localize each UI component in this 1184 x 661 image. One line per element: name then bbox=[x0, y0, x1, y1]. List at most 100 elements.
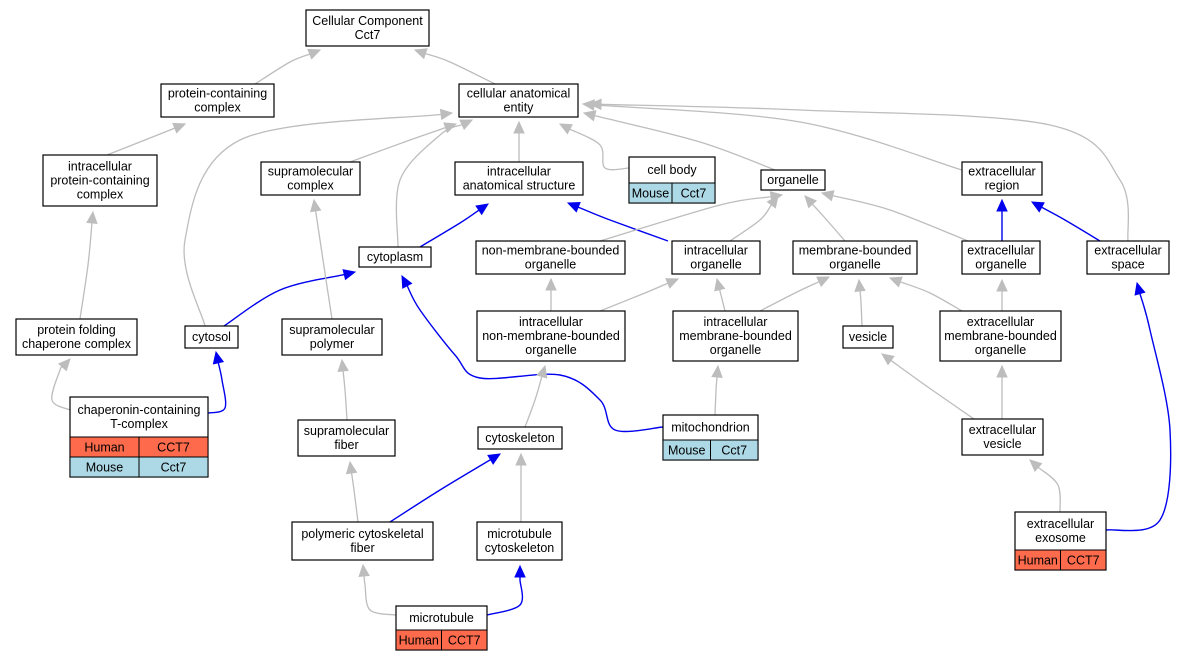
node-label: microtubule bbox=[409, 611, 474, 625]
node-box bbox=[961, 161, 1043, 196]
node-label: vesicle bbox=[849, 330, 887, 344]
edge-pfcc-to-ipcc bbox=[79, 210, 98, 320]
node-label: supramolecular bbox=[304, 424, 389, 438]
edge-microtubule-to-pcf bbox=[358, 563, 397, 616]
edge-arrowhead bbox=[558, 123, 573, 135]
edge-arrowhead bbox=[401, 274, 413, 289]
node-box bbox=[281, 318, 383, 356]
node-label: exosome bbox=[1035, 531, 1086, 545]
edge-extves-to-vesicle bbox=[881, 353, 975, 420]
edge-line bbox=[524, 376, 543, 428]
node-inmbo[interactable]: intracellularnon-membrane-boundedorganel… bbox=[476, 310, 626, 362]
edge-line bbox=[900, 281, 963, 312]
edge-line bbox=[486, 576, 524, 616]
edge-arrowhead bbox=[996, 278, 1008, 292]
edge-line bbox=[254, 53, 311, 85]
edge-arrowhead bbox=[711, 364, 723, 378]
node-cytosol[interactable]: cytosol bbox=[184, 325, 239, 349]
edge-supcomplex-to-cae bbox=[349, 122, 458, 163]
edge-arrowhead bbox=[57, 358, 71, 372]
node-label: membrane-bounded bbox=[799, 244, 912, 258]
edge-arrowhead bbox=[487, 453, 502, 465]
node-label: non-membrane-bounded bbox=[482, 329, 620, 343]
edge-arrowhead bbox=[566, 201, 581, 213]
edge-exosome-to-extves bbox=[1029, 459, 1061, 513]
node-label: organelle bbox=[710, 343, 761, 357]
node-label: non-membrane-bounded bbox=[482, 244, 620, 258]
node-cytoplasm[interactable]: cytoplasm bbox=[358, 246, 432, 268]
node-box bbox=[961, 240, 1041, 275]
node-label: extracellular bbox=[967, 244, 1034, 258]
edge-cytosol-to-cae bbox=[183, 108, 454, 327]
node-box bbox=[476, 521, 563, 561]
edge-arrowhead bbox=[582, 110, 597, 122]
node-label: cytoskeleton bbox=[485, 431, 555, 445]
edge-pcc-to-root bbox=[254, 48, 322, 85]
node-box bbox=[260, 161, 361, 196]
gene-cell bbox=[138, 456, 209, 478]
edge-arrowhead bbox=[439, 108, 454, 121]
node-label: organelle bbox=[975, 343, 1026, 357]
edge-arrowhead bbox=[1134, 281, 1146, 296]
edge-cae-to-root bbox=[413, 48, 496, 85]
edge-arrowhead bbox=[212, 350, 225, 365]
edge-arrowhead bbox=[459, 119, 474, 131]
gene-cell bbox=[671, 182, 716, 204]
edge-extorg-to-extregion bbox=[996, 198, 1008, 242]
gene-label: Cct7 bbox=[721, 444, 747, 458]
edge-arrowhead bbox=[172, 122, 187, 134]
edge-intorg-to-ias bbox=[566, 201, 669, 242]
edge-cytoplasm-to-cae bbox=[395, 119, 474, 248]
edge-extspace-to-cae bbox=[588, 98, 1130, 242]
node-box bbox=[458, 83, 579, 118]
node-organelle[interactable]: organelle bbox=[760, 169, 826, 191]
node-label: extracellular bbox=[1094, 244, 1161, 258]
node-label: intracellular bbox=[68, 160, 132, 174]
node-label: intracellular bbox=[487, 165, 551, 179]
node-box bbox=[671, 240, 761, 275]
edge-cytoskel-to-inmbo bbox=[524, 364, 548, 428]
node-label: vesicle bbox=[983, 437, 1021, 451]
node-box bbox=[760, 169, 826, 191]
node-cytoskel[interactable]: cytoskeleton bbox=[477, 426, 563, 450]
node-box bbox=[15, 318, 138, 356]
node-vesicle[interactable]: vesicle bbox=[842, 325, 894, 349]
edge-line bbox=[350, 472, 359, 523]
edge-exosome-to-extspace bbox=[1105, 281, 1172, 532]
node-box bbox=[475, 240, 626, 275]
edge-extspace-to-extregion bbox=[1030, 201, 1101, 242]
edge-arrowhead bbox=[513, 120, 525, 134]
node-label: entity bbox=[504, 101, 535, 115]
gene-label: Cct7 bbox=[161, 461, 187, 475]
node-label: supramolecular bbox=[289, 323, 374, 337]
edge-line bbox=[569, 128, 630, 171]
edge-arrowhead bbox=[888, 276, 903, 288]
species-label: Human bbox=[399, 634, 439, 648]
